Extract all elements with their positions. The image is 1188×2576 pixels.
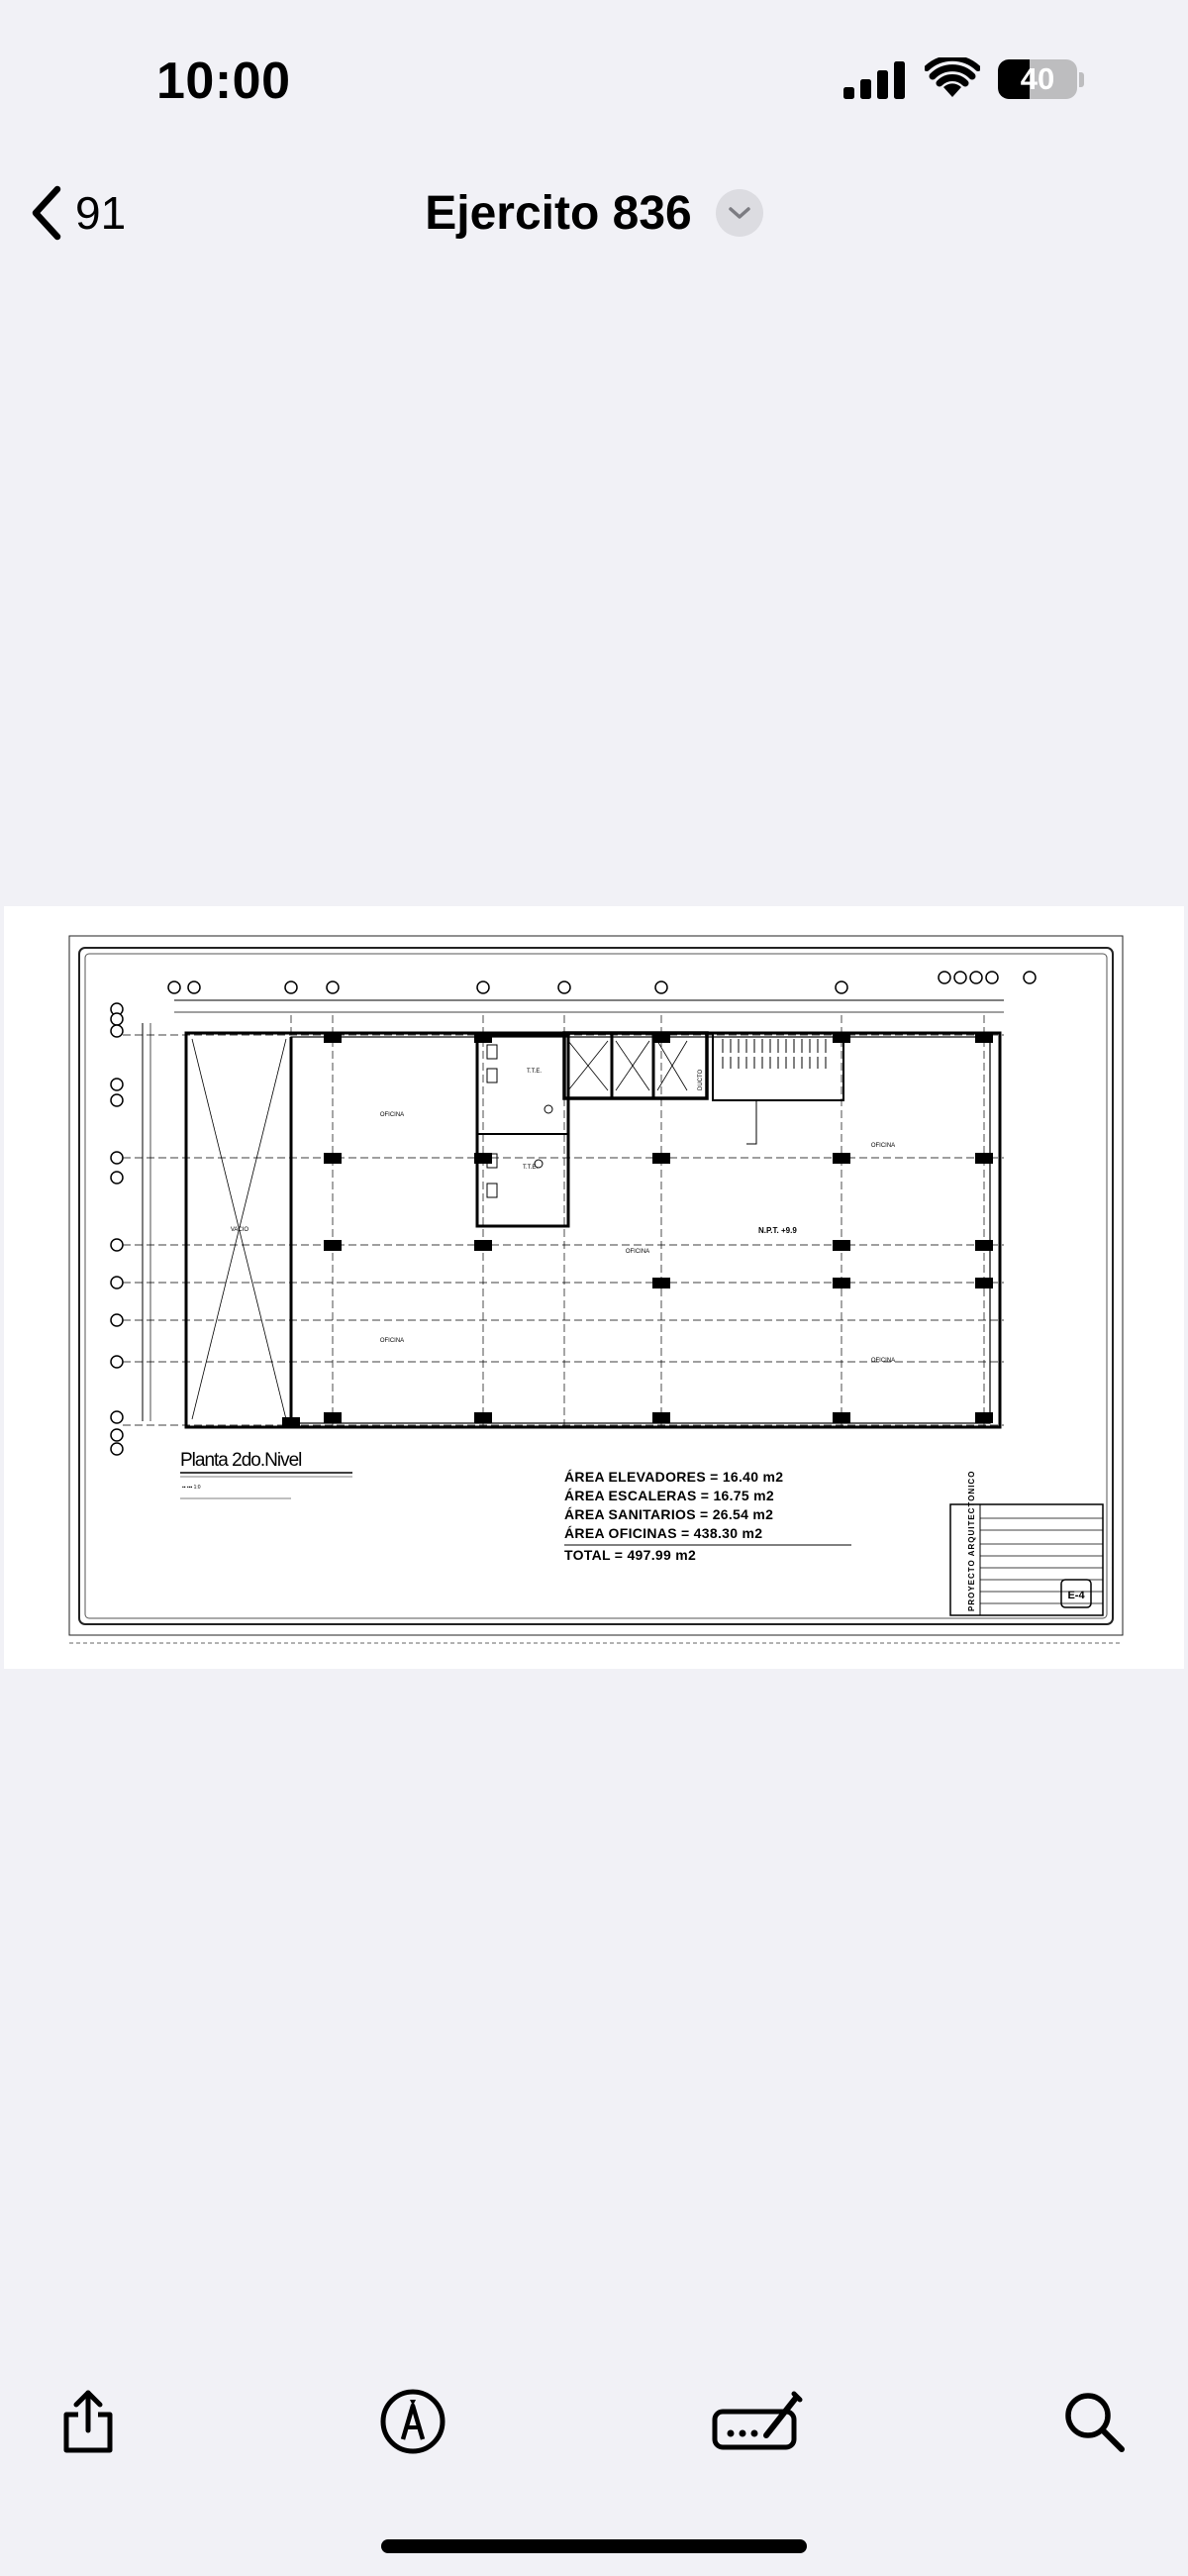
structural-column [474,1412,492,1423]
grid-bubble [969,971,983,984]
structural-column [474,1153,492,1164]
label-oficina-1: OFICINA [380,1112,404,1118]
grid-bubble [835,980,848,994]
sheet-number: E-4 [1067,1590,1085,1601]
label-vacio: VACIO [231,1227,249,1233]
structural-column [975,1412,993,1423]
structural-column [975,1153,993,1164]
home-indicator[interactable] [381,2539,807,2553]
chevron-left-icon [32,185,61,241]
document-title[interactable]: Ejercito 836 [425,186,692,240]
grid-bubble [110,1442,124,1456]
label-npt: N.P.T. +9.9 [758,1226,797,1235]
grid-bubble [326,980,340,994]
structural-column [975,1240,993,1251]
structural-column [324,1412,342,1423]
label-ducto: DUCTO [698,1069,704,1090]
structural-column [975,1278,993,1288]
structural-column [652,1412,670,1423]
area-summary: ÁREA ELEVADORES = 16.40 m2 ÁREA ESCALERAS… [564,1469,783,1541]
share-button[interactable] [44,2377,133,2466]
battery-level: 40 [1020,61,1055,96]
area-line: ÁREA OFICINAS = 438.30 m2 [564,1525,762,1541]
document-page[interactable]: VACIO OFICINA OFICINA OFICINA OFICINA OF… [4,906,1184,1669]
grid-bubble [110,1151,124,1165]
grid-bubble [110,1355,124,1369]
grid-bubble [110,1276,124,1289]
area-total: TOTAL = 497.99 m2 [564,1547,696,1563]
label-wc-bottom: T.T.E. [523,1165,538,1171]
label-oficina-2: OFICINA [380,1338,404,1344]
cellular-signal-icon [843,61,905,99]
structural-column [474,1240,492,1251]
clock: 10:00 [156,52,291,110]
structural-column [324,1240,342,1251]
grid-bubble [110,1024,124,1038]
navigation-bar: 91 Ejercito 836 [0,158,1188,267]
grid-bubble [1023,971,1037,984]
structural-column [833,1412,850,1423]
structural-column [833,1032,850,1043]
back-count: 91 [75,187,127,239]
grid-bubble [985,971,999,984]
area-line: ÁREA SANITARIOS = 26.54 m2 [564,1506,773,1522]
structural-column [474,1032,492,1043]
title-menu-button[interactable] [715,189,763,237]
grid-bubble [110,1078,124,1091]
structural-column [652,1278,670,1288]
grid-bubble [284,980,298,994]
battery-fill [998,59,1030,99]
structural-column [833,1153,850,1164]
battery-indicator: 40 [998,59,1077,99]
structural-column [282,1417,300,1428]
scale-note: ▪▪ ▪▪▪ 1:0 [182,1485,201,1491]
floor-plan-drawing: VACIO OFICINA OFICINA OFICINA OFICINA OF… [68,935,1124,1644]
title-block-vertical: PROYECTO ARQUITECTONICO [967,1471,976,1611]
structural-column [652,1032,670,1043]
grid-bubble [187,980,201,994]
battery-nub [1079,72,1084,87]
grid-bubble [110,1238,124,1252]
area-line: ÁREA ESCALERAS = 16.75 m2 [564,1488,774,1503]
back-button[interactable]: 91 [28,178,126,248]
chevron-down-icon [728,207,750,219]
grid-bubble [110,1313,124,1327]
area-line: ÁREA ELEVADORES = 16.40 m2 [564,1469,783,1485]
grid-bubble [110,1410,124,1424]
grid-bubble [110,1428,124,1442]
structural-column [975,1032,993,1043]
signature-button[interactable] [705,2377,808,2466]
structural-column [833,1278,850,1288]
wifi-icon [925,57,980,97]
label-oficina-5: OFICINA [626,1249,649,1255]
markup-button[interactable] [368,2377,457,2466]
search-icon [1065,2393,1125,2452]
structural-column [833,1240,850,1251]
grid-bubble [557,980,571,994]
label-oficina-3: OFICINA [871,1143,895,1149]
grid-bubble [110,1171,124,1185]
grid-bubble [167,980,181,994]
signature-icon [712,2391,803,2450]
markup-icon [380,2389,446,2454]
structural-column [324,1032,342,1043]
grid-bubble [476,980,490,994]
label-wc-top: T.T.E. [527,1069,542,1075]
grid-bubble [110,1012,124,1026]
title-area[interactable]: Ejercito 836 [0,178,1188,248]
grid-bubble [953,971,967,984]
bottom-toolbar [0,2377,1188,2466]
grid-bubbles-left [110,1002,124,1456]
label-oficina-4: OFICINA [871,1358,895,1364]
grid-bubble [110,1093,124,1107]
structural-column [652,1153,670,1164]
share-icon [63,2390,113,2453]
grid-bubble [654,980,668,994]
grid-bubbles-top [167,971,1037,994]
grid-bubble [938,971,951,984]
structural-column [324,1153,342,1164]
plan-title: Planta 2do.Nivel [180,1450,301,1471]
status-bar: 10:00 40 [0,0,1188,158]
search-button[interactable] [1049,2377,1138,2466]
